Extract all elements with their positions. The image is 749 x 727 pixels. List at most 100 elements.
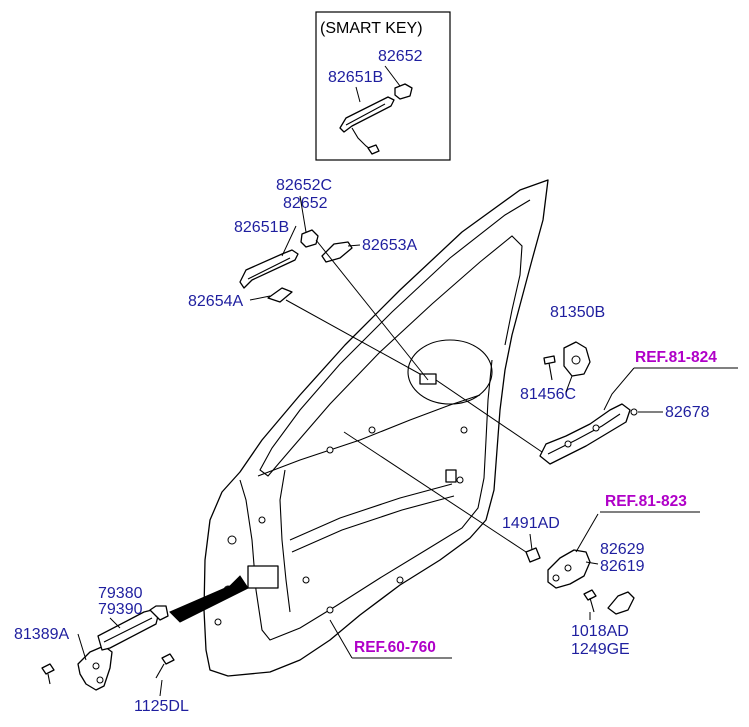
label-82654a: 82654A [188,293,243,310]
ref-60-760-group: REF.60-760 [329,619,452,659]
leader-82651b [281,225,297,257]
inside-door-handle [539,403,631,465]
striker-screw-shank [548,362,553,381]
label-82652c: 82652C [276,177,332,194]
handle-opening [419,373,437,385]
door-outer-panel [203,179,549,677]
label-82651b-inset: 82651B [328,69,383,86]
panel-hole-7 [258,516,266,524]
label-1125dl: 1125DL [134,698,189,715]
leader-81350b [565,375,573,393]
leader-1491ad [529,533,533,551]
handle-base [267,287,293,303]
latch-group: 1491AD REF.81-823 82629 82619 1018AD 124… [343,431,700,658]
door-checker-group: 79380 79390 81389A 1125DL [14,575,249,715]
panel-hole-2 [396,576,404,584]
leader-handle-to-door-1 [285,299,421,375]
inside-handle-hole-1 [592,424,600,432]
hinge-bolt-shank [47,673,51,685]
smart-key-cap [394,83,413,100]
hinge-hole-3 [214,618,222,626]
label-79390: 79390 [98,601,143,618]
leader-handle-to-door-2 [315,239,429,381]
label-1491ad: 1491AD [502,515,560,532]
smart-key-handle-groove [345,103,386,126]
checker-opening [247,565,279,589]
panel-hole-4 [456,476,464,484]
mirror-mount [407,339,493,405]
door-frame [203,179,549,677]
inset-frame [315,11,451,161]
latch-hole-1 [564,564,572,572]
handle-cap [300,229,319,248]
leader-inside-handle [435,379,543,453]
inside-handle-detail [547,413,621,455]
smart-key-connector [367,144,380,155]
checker-bolt-head [161,653,175,665]
leader-ref-60-760 [329,619,353,659]
outside-handle-group: 82652C 82652 82651B 82653A 82654A [188,177,429,381]
leader-1125dl [159,679,163,697]
hinge-bolt-head [41,663,55,675]
panel-hole-8 [302,576,310,584]
label-81350b: 81350B [550,304,605,321]
label-82619: 82619 [600,558,645,575]
label-1018ad: 1018AD [571,623,629,640]
checker-arm-groove [103,617,153,643]
impact-beam-lower [291,495,455,553]
latch-screw-shank [589,597,595,613]
reference-81-824: REF.81-824 [635,349,717,366]
leader-79380 [109,617,121,629]
hinge-hole [92,662,100,670]
checker-arrow [169,575,249,623]
impact-beam-upper [289,483,453,541]
leader-82654a [249,295,271,301]
label-1249ge: 1249GE [571,641,630,658]
outside-handle-groove [247,257,291,280]
hinge-hole-b [96,676,104,684]
striker-hole [571,355,581,365]
label-82652-inset: 82652 [378,48,423,65]
checker-bolt-shank [155,663,165,679]
handle-gasket [321,241,353,263]
smart-key-inset: (SMART KEY) 82652 82651B [315,11,451,161]
reference-81-823: REF.81-823 [605,493,687,510]
latch-screw-head [583,589,597,601]
label-82653a: 82653A [362,237,417,254]
label-81456c: 81456C [520,386,576,403]
smart-key-handle [339,96,395,133]
leader-82652-inset [384,65,401,87]
label-82629: 82629 [600,541,645,558]
leader-82651b-inset [355,86,361,103]
reference-60-760: REF.60-760 [354,639,436,656]
checker-end [149,605,169,621]
leader-82653a [347,244,361,247]
leader-81389a [77,633,87,661]
leader-82652c [299,195,307,233]
hinge-hole-1 [227,535,237,545]
label-82651b: 82651B [234,219,289,236]
inside-handle-hole-2 [564,440,572,448]
door-inner-panel [239,359,493,641]
inside-handle-group: 81350B 81456C 82678 REF.81-824 [435,304,738,465]
striker-screw-head [543,355,556,365]
leader-82629 [585,561,599,565]
latch-cover [607,591,635,615]
latch-hole-2 [552,574,560,582]
panel-hole-1 [326,606,334,614]
label-82678: 82678 [665,404,710,421]
label-82652: 82652 [283,195,328,212]
inset-title: (SMART KEY) [320,20,423,37]
panel-hole-3 [460,426,468,434]
inner-panel-edge [279,469,291,613]
window-frame-inner [259,199,531,477]
latch-clip [525,547,541,563]
panel-hole-6 [368,426,376,434]
leader-ref-81-823 [575,513,599,553]
leader-ref-81-824 [603,367,635,411]
label-81389a: 81389A [14,626,69,643]
panel-hole-5 [326,446,334,454]
inside-handle-screw [630,408,638,416]
